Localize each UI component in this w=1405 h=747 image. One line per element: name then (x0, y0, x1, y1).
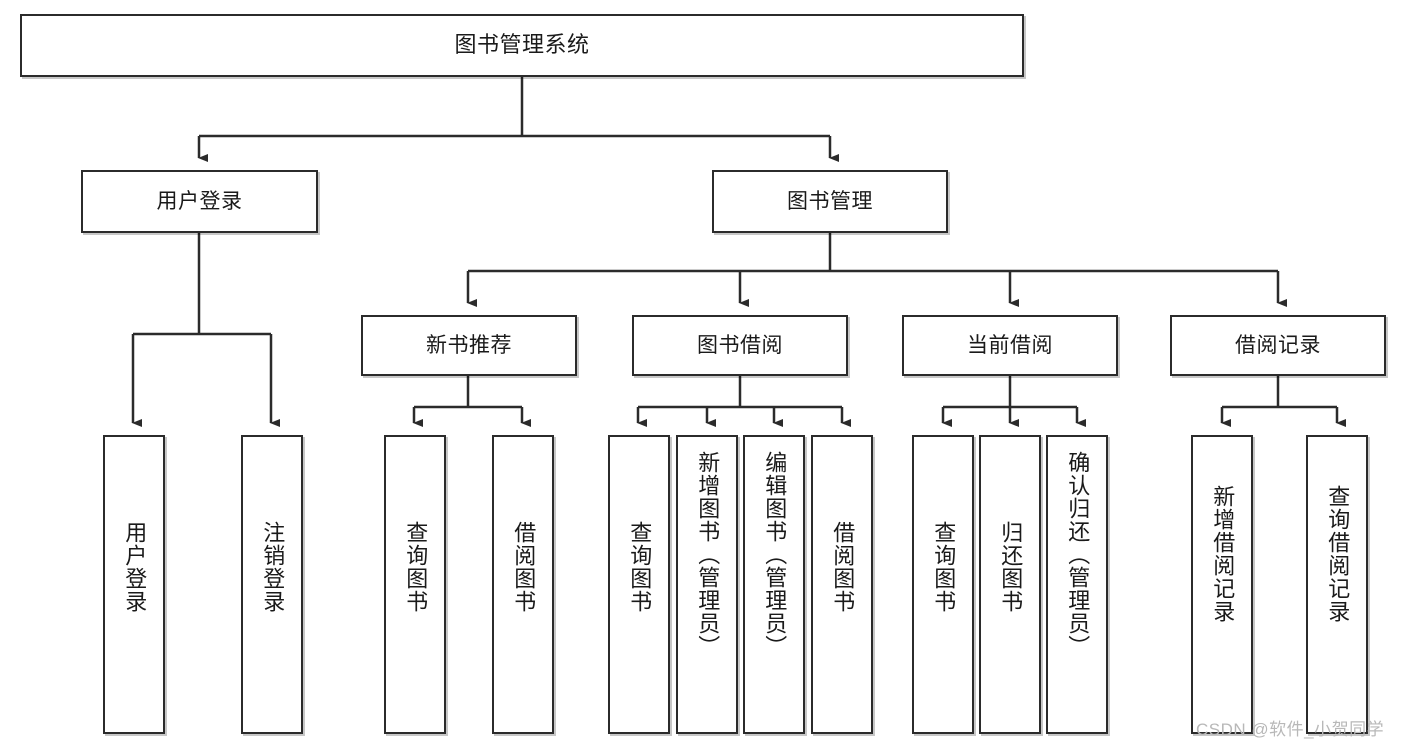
node-label: 图书借阅 (697, 333, 783, 357)
node-label: 编辑图书（管理员） (762, 451, 788, 658)
node-leaf-borrow-book-2[interactable]: 借阅图书 (811, 435, 873, 734)
node-borrow-record[interactable]: 借阅记录 (1170, 315, 1386, 376)
node-leaf-user-logout[interactable]: 注销登录 (241, 435, 303, 734)
node-label: 注销登录 (260, 521, 286, 613)
node-label: 新书推荐 (426, 333, 512, 357)
node-new-book-recommend[interactable]: 新书推荐 (361, 315, 577, 376)
node-label: 借阅图书 (830, 521, 856, 613)
node-root-system[interactable]: 图书管理系统 (20, 14, 1024, 77)
node-leaf-confirm-return[interactable]: 确认归还（管理员） (1046, 435, 1108, 734)
node-leaf-add-book[interactable]: 新增图书（管理员） (676, 435, 738, 734)
node-label: 用户登录 (122, 521, 148, 613)
node-label: 借阅记录 (1235, 333, 1321, 357)
node-label: 查询图书 (931, 521, 957, 613)
node-label: 当前借阅 (967, 333, 1053, 357)
node-label: 新增图书（管理员） (695, 451, 721, 658)
node-label: 查询图书 (403, 521, 429, 613)
node-leaf-query-book-3[interactable]: 查询图书 (912, 435, 974, 734)
node-label: 查询借阅记录 (1325, 485, 1351, 623)
node-label: 新增借阅记录 (1210, 485, 1236, 623)
node-current-borrow[interactable]: 当前借阅 (902, 315, 1118, 376)
node-label: 图书管理 (787, 189, 873, 213)
node-label: 确认归还（管理员） (1065, 451, 1091, 658)
node-leaf-add-record[interactable]: 新增借阅记录 (1191, 435, 1253, 734)
node-leaf-user-login[interactable]: 用户登录 (103, 435, 165, 734)
node-label: 归还图书 (998, 521, 1024, 613)
node-label: 借阅图书 (511, 521, 537, 613)
node-leaf-query-record[interactable]: 查询借阅记录 (1306, 435, 1368, 734)
node-user-login[interactable]: 用户登录 (81, 170, 318, 233)
node-leaf-return-book[interactable]: 归还图书 (979, 435, 1041, 734)
node-label: 查询图书 (627, 521, 653, 613)
node-book-manage[interactable]: 图书管理 (712, 170, 948, 233)
node-leaf-query-book-2[interactable]: 查询图书 (608, 435, 670, 734)
node-leaf-edit-book[interactable]: 编辑图书（管理员） (743, 435, 805, 734)
node-label: 图书管理系统 (454, 32, 590, 58)
node-leaf-borrow-book-1[interactable]: 借阅图书 (492, 435, 554, 734)
node-book-borrow[interactable]: 图书借阅 (632, 315, 848, 376)
node-label: 用户登录 (156, 189, 243, 213)
node-leaf-query-book-1[interactable]: 查询图书 (384, 435, 446, 734)
